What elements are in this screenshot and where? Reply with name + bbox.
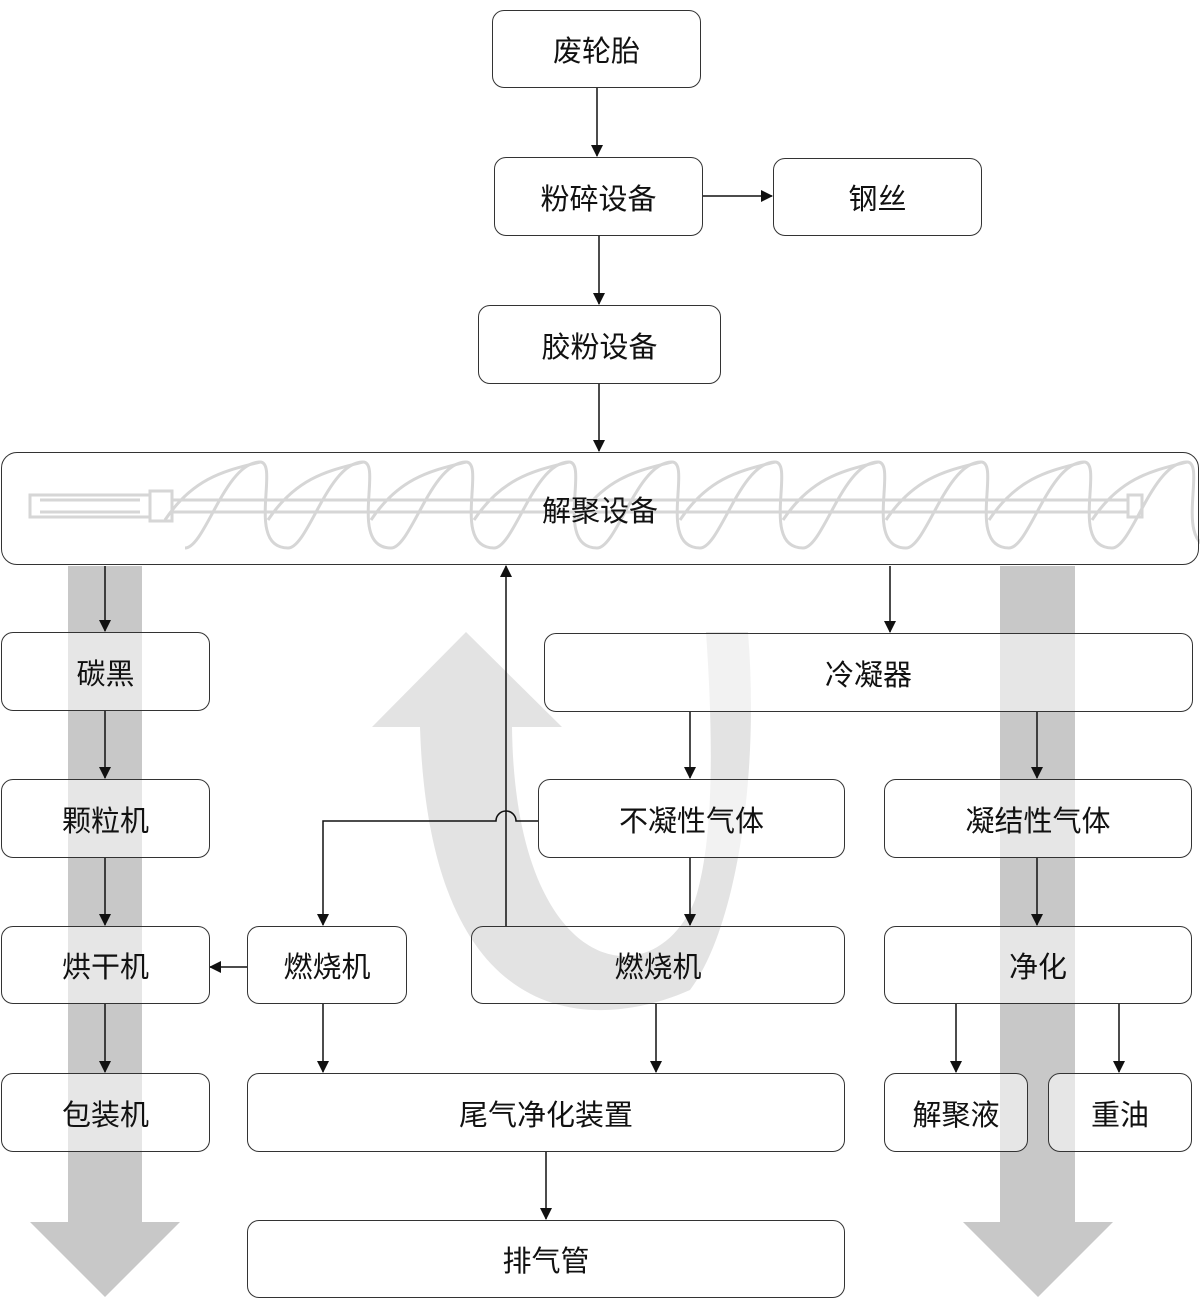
node-label: 解聚液 xyxy=(912,1097,1000,1132)
node-condensable-gas: 凝结性气体 xyxy=(884,779,1192,858)
node-granulator: 颗粒机 xyxy=(1,779,210,858)
helix-turn xyxy=(493,460,598,550)
node-condenser: 冷凝器 xyxy=(544,633,1193,712)
node-depolymer-liquid: 解聚液 xyxy=(884,1073,1028,1152)
node-exhaust-pipe: 排气管 xyxy=(247,1220,845,1298)
screw-conveyor-illustration xyxy=(28,489,1144,523)
node-waste-tire: 废轮胎 xyxy=(492,10,701,88)
node-label: 废轮胎 xyxy=(552,34,640,68)
node-dryer: 烘干机 xyxy=(1,926,210,1004)
helix-back-edge xyxy=(369,460,467,521)
node-purification: 净化 xyxy=(884,926,1192,1004)
helix-back-edge xyxy=(1090,460,1188,521)
node-rubber-powder: 胶粉设备 xyxy=(478,305,721,384)
connector xyxy=(317,810,538,926)
node-steel-wire: 钢丝 xyxy=(773,158,982,236)
helix-turn xyxy=(596,460,701,550)
node-label: 颗粒机 xyxy=(61,803,149,838)
helix-turn xyxy=(802,460,907,550)
node-label: 排气管 xyxy=(502,1244,590,1278)
helix-back-edge xyxy=(163,460,261,521)
node-crusher: 粉碎设备 xyxy=(494,157,703,236)
node-burner-left: 燃烧机 xyxy=(247,926,407,1004)
node-label: 凝结性气体 xyxy=(965,803,1111,838)
node-label: 燃烧机 xyxy=(283,950,371,984)
recirculation-arc-arrow xyxy=(372,632,751,1011)
node-depolymerization: 解聚设备 xyxy=(1,452,1199,565)
helix-turn xyxy=(1008,460,1113,550)
node-label: 碳黑 xyxy=(76,656,135,691)
node-label: 重油 xyxy=(1090,1097,1149,1132)
helix-turn xyxy=(699,460,804,550)
node-label: 胶粉设备 xyxy=(541,329,658,364)
node-label: 净化 xyxy=(1008,950,1067,984)
node-label: 尾气净化装置 xyxy=(458,1097,633,1132)
node-label: 不凝性气体 xyxy=(618,803,764,838)
helix-turn xyxy=(287,460,392,550)
node-label: 解聚设备 xyxy=(541,493,658,528)
helix-turn xyxy=(184,460,289,550)
helix-back-edge xyxy=(987,460,1085,521)
helix-back-edge xyxy=(781,460,879,521)
helix-back-edge xyxy=(575,460,673,521)
helix-back-edge xyxy=(266,460,364,521)
helix-back-edge xyxy=(472,460,570,521)
node-label: 包装机 xyxy=(61,1097,149,1132)
node-tail-gas-purifier: 尾气净化装置 xyxy=(247,1073,845,1152)
node-label: 粉碎设备 xyxy=(540,181,657,216)
node-label: 烘干机 xyxy=(61,950,149,984)
node-label: 冷凝器 xyxy=(824,657,912,692)
helix-back-edge xyxy=(884,460,982,521)
helix-turn xyxy=(905,460,1010,550)
screw-helix xyxy=(163,460,1200,550)
node-packer: 包装机 xyxy=(1,1073,210,1152)
node-burner-center: 燃烧机 xyxy=(471,926,845,1004)
node-carbon-black: 碳黑 xyxy=(1,632,210,711)
helix-turn xyxy=(390,460,495,550)
helix-back-edge xyxy=(678,460,776,521)
node-heavy-oil: 重油 xyxy=(1048,1073,1192,1152)
node-label: 燃烧机 xyxy=(614,950,702,984)
node-label: 钢丝 xyxy=(848,182,907,216)
node-non-condensable-gas: 不凝性气体 xyxy=(538,779,845,858)
